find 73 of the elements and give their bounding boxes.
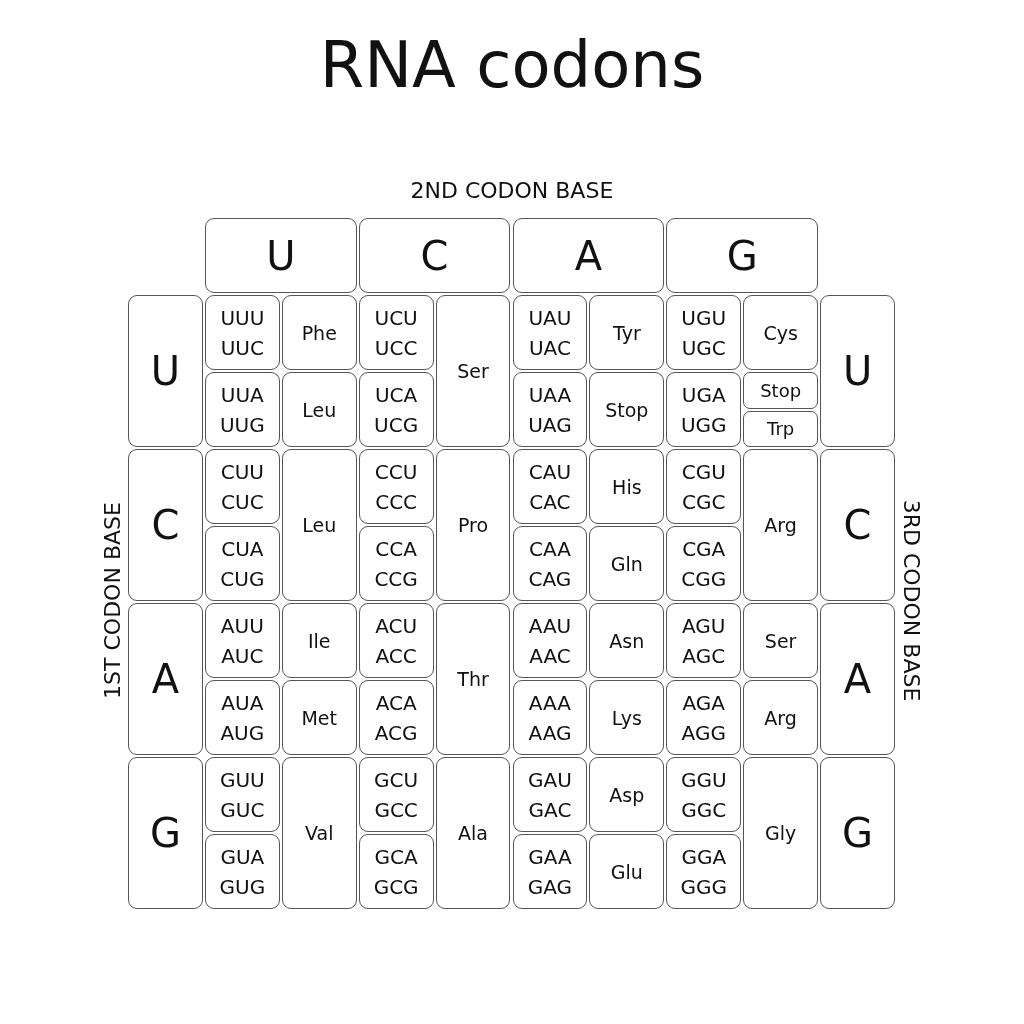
amino-acid-cell: Met <box>281 680 357 755</box>
codon-cell: UAA UAG <box>512 372 588 447</box>
codon-cell: UAU UAC <box>512 295 588 370</box>
codon-cell: CAU CAC <box>512 449 588 524</box>
codon-cell: GCU GCC <box>358 757 434 832</box>
codon-cell: CGA CGG <box>666 526 742 601</box>
codon-cell: GUU GUC <box>204 757 280 832</box>
base-header: G <box>666 218 819 293</box>
amino-acid-cell: Cys <box>743 295 819 370</box>
codon-cell: CUA CUG <box>204 526 280 601</box>
codon-cell: AAU AAC <box>512 603 588 678</box>
amino-acid-cell: Ser <box>743 603 819 678</box>
amino-acid-cell: Leu <box>281 449 357 601</box>
codon-cell: CCU CCC <box>358 449 434 524</box>
codon-cell: ACU ACC <box>358 603 434 678</box>
codon-cell: UUU UUC <box>204 295 280 370</box>
amino-acid-cell: Pro <box>435 449 511 601</box>
codon-cell: CAA CAG <box>512 526 588 601</box>
codon-cell: UCU UCC <box>358 295 434 370</box>
base-header: C <box>128 449 203 601</box>
axis-label: 2ND CODON BASE <box>410 177 614 203</box>
codon-cell: GGA GGG <box>666 834 742 909</box>
axis-label: 3RD CODON BASE <box>899 499 925 701</box>
base-header: G <box>128 757 203 909</box>
codon-cell: GGU GGC <box>666 757 742 832</box>
amino-acid-cell: Asn <box>589 603 665 678</box>
amino-acid-cell: Gly <box>743 757 819 909</box>
codon-cell: UUA UUG <box>204 372 280 447</box>
amino-acid-cell: Lys <box>589 680 665 755</box>
amino-acid-cell: His <box>589 449 665 524</box>
base-header: A <box>820 603 895 755</box>
amino-acid-cell: Stop <box>589 372 665 447</box>
codon-cell: UCA UCG <box>358 372 434 447</box>
amino-acid-cell: Leu <box>281 372 357 447</box>
codon-cell: UGA UGG <box>666 372 742 447</box>
base-header: A <box>512 218 665 293</box>
amino-acid-cell: Phe <box>281 295 357 370</box>
codon-cell: UGU UGC <box>666 295 742 370</box>
codon-cell: GUA GUG <box>204 834 280 909</box>
amino-acid-cell: Thr <box>435 603 511 755</box>
amino-acid-cell: Trp <box>743 410 819 447</box>
codon-cell: AUA AUG <box>204 680 280 755</box>
amino-acid-cell: Stop <box>743 372 819 409</box>
amino-acid-cell: Glu <box>589 834 665 909</box>
codon-cell: AUU AUC <box>204 603 280 678</box>
codon-cell: GCA GCG <box>358 834 434 909</box>
base-header: C <box>820 449 895 601</box>
amino-acid-cell: Arg <box>743 680 819 755</box>
codon-cell: GAU GAC <box>512 757 588 832</box>
base-header: C <box>358 218 511 293</box>
axis-label: 1ST CODON BASE <box>99 501 125 699</box>
codon-cell: GAA GAG <box>512 834 588 909</box>
codon-cell: AGA AGG <box>666 680 742 755</box>
amino-acid-cell: Asp <box>589 757 665 832</box>
amino-acid-cell: Tyr <box>589 295 665 370</box>
base-header: G <box>820 757 895 909</box>
title: RNA codons <box>318 28 706 102</box>
amino-acid-cell: Arg <box>743 449 819 601</box>
codon-cell: CCA CCG <box>358 526 434 601</box>
codon-cell: AGU AGC <box>666 603 742 678</box>
amino-acid-cell: Ala <box>435 757 511 909</box>
amino-acid-cell: Ser <box>435 295 511 447</box>
codon-cell: AAA AAG <box>512 680 588 755</box>
base-header: U <box>820 295 895 447</box>
codon-cell: ACA ACG <box>358 680 434 755</box>
codon-cell: CUU CUC <box>204 449 280 524</box>
base-header: U <box>128 295 203 447</box>
amino-acid-cell: Ile <box>281 603 357 678</box>
base-header: U <box>204 218 357 293</box>
amino-acid-cell: Gln <box>589 526 665 601</box>
codon-cell: CGU CGC <box>666 449 742 524</box>
base-header: A <box>128 603 203 755</box>
amino-acid-cell: Val <box>281 757 357 909</box>
